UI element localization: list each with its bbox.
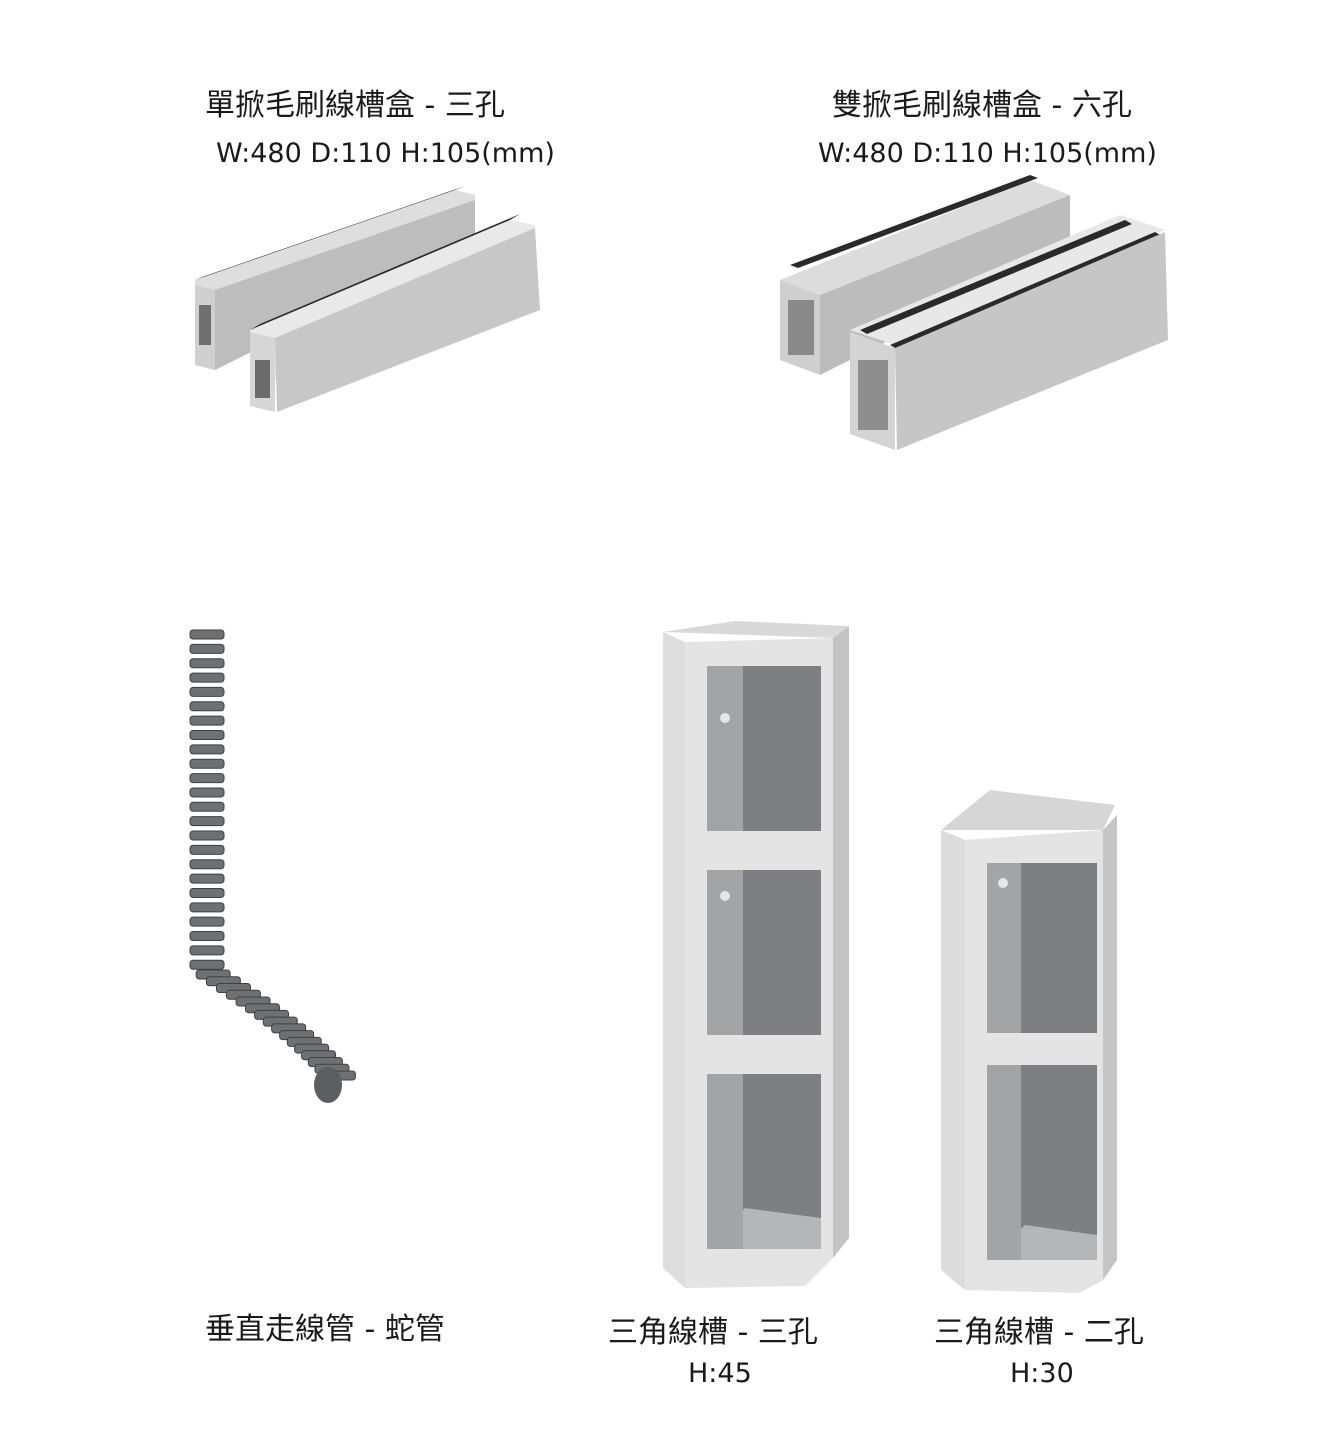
single-flip-brush-cable-tray-icon	[185, 180, 555, 420]
spine-segment	[189, 643, 225, 654]
spine-segment	[189, 859, 225, 870]
product-5-dims: H:30	[1010, 1358, 1074, 1389]
product-2-title: 雙掀毛刷線槽盒 - 六孔	[832, 88, 1132, 123]
spine-segment	[189, 902, 225, 913]
spine-segment	[189, 672, 225, 683]
spine-segment	[189, 686, 225, 697]
product-3-title: 垂直走線管 - 蛇管	[205, 1312, 445, 1347]
spine-segment	[189, 916, 225, 927]
product-4-dims: H:45	[688, 1358, 752, 1389]
spine-segment	[189, 787, 225, 798]
spine-segment	[189, 873, 225, 884]
spine-segment	[189, 931, 225, 942]
spine-segment	[189, 816, 225, 827]
product-2-dims: W:480 D:110 H:105(mm)	[818, 138, 1157, 169]
spine-segment	[189, 730, 225, 741]
product-1-title: 單掀毛刷線槽盒 - 三孔	[205, 88, 505, 123]
spine-segment	[189, 715, 225, 726]
spine-segment	[189, 830, 225, 841]
product-1-dims: W:480 D:110 H:105(mm)	[216, 138, 555, 169]
spine-segment	[189, 658, 225, 669]
spine-segment	[189, 887, 225, 898]
spine-segment	[189, 844, 225, 855]
spine-segment	[189, 959, 225, 970]
spine-segment	[189, 758, 225, 769]
spine-segment	[189, 744, 225, 755]
spine-segment	[189, 701, 225, 712]
spine-segment	[189, 945, 225, 956]
double-flip-brush-cable-tray-icon	[770, 170, 1180, 460]
spine-segment	[189, 801, 225, 812]
product-4-title: 三角線槽 - 三孔	[608, 1315, 818, 1350]
vertical-snake-cable-spine-icon	[170, 625, 370, 1105]
spine-segment	[189, 773, 225, 784]
product-5-title: 三角線槽 - 二孔	[934, 1315, 1144, 1350]
spine-segment	[189, 629, 225, 640]
triangular-cable-column-three-hole-icon	[655, 618, 855, 1298]
triangular-cable-column-two-hole-icon	[935, 785, 1135, 1305]
